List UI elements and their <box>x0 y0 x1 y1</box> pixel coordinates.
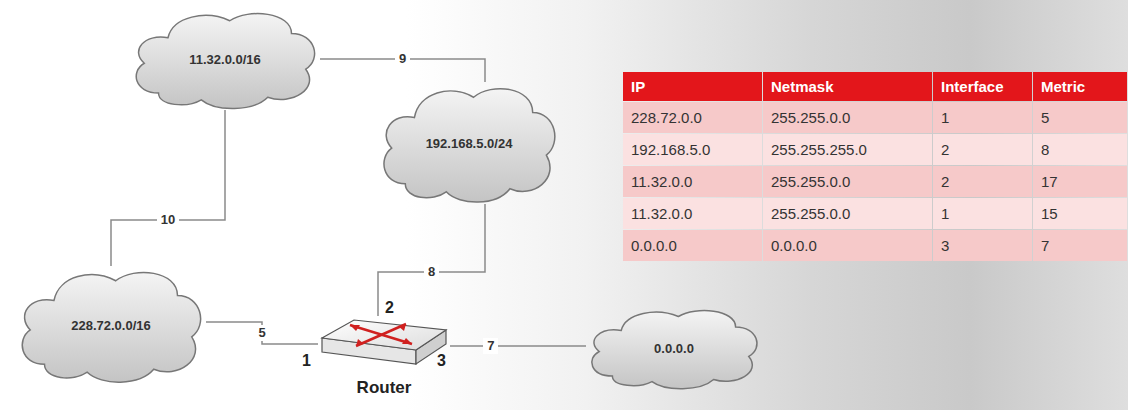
table-cell: 255.255.0.0 <box>763 166 932 197</box>
network-cloud: 11.32.0.0/16 <box>130 8 320 110</box>
table-cell: 8 <box>1033 134 1127 165</box>
network-address: 0.0.0.0 <box>654 341 694 356</box>
table-cell: 7 <box>1033 230 1127 261</box>
port-number: 3 <box>437 352 446 370</box>
routing-table: IPNetmaskInterfaceMetric228.72.0.0255.25… <box>623 72 1127 262</box>
link-number: 8 <box>424 264 439 280</box>
network-address: 11.32.0.0/16 <box>189 52 261 67</box>
link-number: 7 <box>483 338 498 354</box>
table-header: IP <box>623 72 762 101</box>
link-number: 5 <box>254 325 269 341</box>
table-cell: 255.255.0.0 <box>763 102 932 133</box>
table-cell: 255.255.0.0 <box>763 198 932 229</box>
table-header: Interface <box>933 72 1032 101</box>
table-cell: 2 <box>933 134 1032 165</box>
network-link <box>378 204 485 316</box>
network-address: 228.72.0.0/16 <box>71 318 151 333</box>
table-cell: 17 <box>1033 166 1127 197</box>
table-cell: 5 <box>1033 102 1127 133</box>
link-number: 9 <box>395 51 410 67</box>
table-cell: 0.0.0.0 <box>763 230 932 261</box>
network-link <box>111 110 225 266</box>
network-link <box>450 345 586 347</box>
table-cell: 15 <box>1033 198 1127 229</box>
table-cell: 11.32.0.0 <box>623 198 762 229</box>
network-cloud: 228.72.0.0/16 <box>16 266 206 384</box>
table-header: Netmask <box>763 72 932 101</box>
table-cell: 228.72.0.0 <box>623 102 762 133</box>
table-cell: 11.32.0.0 <box>623 166 762 197</box>
table-cell: 255.255.255.0 <box>763 134 932 165</box>
network-link <box>206 322 318 344</box>
network-cloud: 0.0.0.0 <box>586 306 762 390</box>
table-cell: 1 <box>933 198 1032 229</box>
network-address: 192.168.5.0/24 <box>426 136 513 151</box>
link-number: 10 <box>157 212 179 228</box>
router-node: Router <box>318 316 450 398</box>
port-number: 2 <box>385 299 394 317</box>
table-cell: 0.0.0.0 <box>623 230 762 261</box>
device-label: Router <box>318 378 450 398</box>
table-cell: 2 <box>933 166 1032 197</box>
table-header: Metric <box>1033 72 1127 101</box>
table-cell: 192.168.5.0 <box>623 134 762 165</box>
table-cell: 1 <box>933 102 1032 133</box>
network-cloud: 192.168.5.0/24 <box>378 82 560 204</box>
table-cell: 3 <box>933 230 1032 261</box>
port-number: 1 <box>302 352 311 370</box>
